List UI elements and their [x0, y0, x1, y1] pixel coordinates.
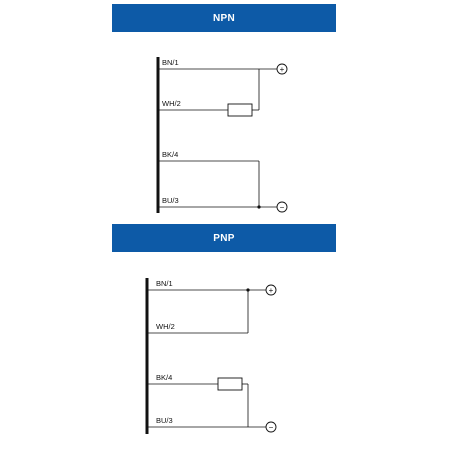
pnp-label-bk: BK/4 — [156, 373, 172, 382]
npn-resistor — [227, 103, 253, 117]
npn-label-wh: WH/2 — [162, 99, 181, 108]
pnp-resistor — [217, 377, 243, 391]
pnp-minus-terminal — [265, 421, 277, 433]
npn-label-bk: BK/4 — [162, 150, 178, 159]
pnp-label-wh: WH/2 — [156, 322, 175, 331]
npn-label-bn: BN/1 — [162, 58, 179, 67]
pnp-plus-terminal — [265, 284, 277, 296]
npn-title-banner: NPN — [112, 4, 336, 32]
npn-junction-dot — [257, 205, 261, 209]
npn-minus-terminal — [276, 201, 288, 213]
pnp-label-bu: BU/3 — [156, 416, 173, 425]
npn-plus-symbol: + — [280, 65, 285, 74]
pnp-minus-symbol: − — [269, 423, 274, 432]
npn-minus-symbol: − — [280, 203, 285, 212]
pnp-plus-symbol: + — [269, 286, 274, 295]
pnp-diagram — [145, 278, 277, 434]
pnp-title-banner: PNP — [112, 224, 336, 252]
pnp-label-bn: BN/1 — [156, 279, 173, 288]
npn-diagram — [156, 57, 288, 213]
pnp-title: PNP — [213, 232, 235, 244]
npn-plus-terminal — [276, 63, 288, 75]
npn-label-bu: BU/3 — [162, 196, 179, 205]
npn-title: NPN — [212, 12, 235, 24]
